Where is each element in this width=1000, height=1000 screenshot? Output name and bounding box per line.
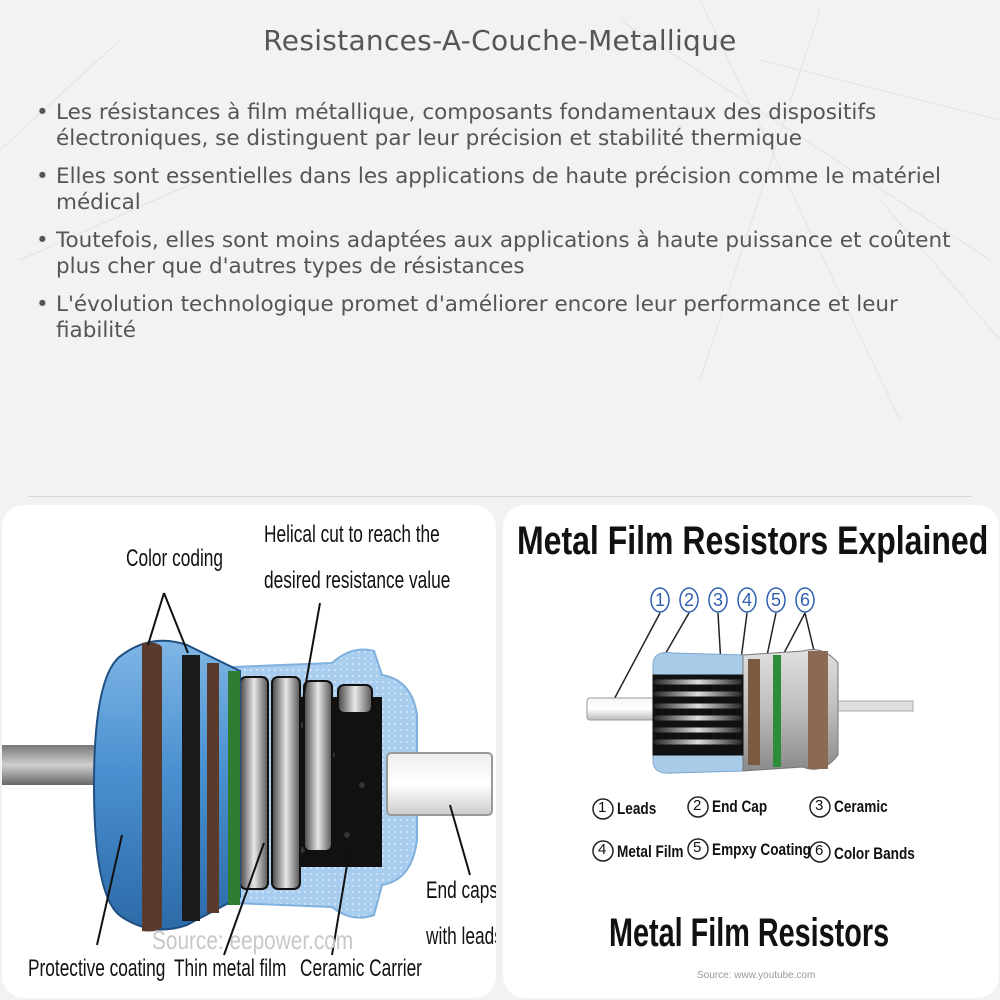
coil-turn [271,676,301,890]
legend-number: 4 [598,841,607,858]
resistor-cutaway-illustration [2,592,493,956]
color-band [748,659,760,765]
legend-label: Color Bands [834,844,915,863]
diagram-heading: Metal Film Resistors Explained [517,519,989,563]
callout-numbers [650,587,815,613]
background-network-lines [0,0,1000,421]
bullet-text: Les résistances à film métallique, compo… [56,100,877,151]
legend-number: 1 [598,799,607,816]
color-band [808,651,828,769]
legend-number: 6 [815,842,824,859]
color-band [207,663,219,913]
callout-number: 4 [742,590,753,610]
legend-number: 3 [815,797,824,814]
legend-label: Leads [617,799,657,818]
label-end-caps-line1: End caps [426,877,496,904]
callout-number: 1 [655,590,666,610]
callout-number: 3 [713,590,724,610]
bullet-item: •Elles sont essentielles dans les applic… [36,164,941,215]
legend-number: 2 [693,797,702,814]
label-end-caps-line2: with leads [426,923,496,950]
coil-turn [239,676,269,890]
callout-number: 6 [800,590,811,610]
bullet-item: •L'évolution technologique promet d'amél… [36,292,898,343]
bullet-text: Toutefois, elles sont moins adaptées aux… [56,228,951,279]
resistor-illustration [586,587,914,863]
label-thin-metal-film: Thin metal film [174,955,287,982]
label-ceramic-carrier: Ceramic Carrier [300,955,422,982]
bullet-item: •Les résistances à film métallique, comp… [36,100,877,151]
bullet-text: Elles sont essentielles dans les applica… [56,164,941,215]
footer-title: Metal Film Resistors [609,911,890,955]
coil-turn [303,680,333,852]
color-band [142,642,162,932]
legend-label: Empxy Coating [712,840,811,859]
resistor-cutaway-diagram: Color coding Helical cut to reach the de… [2,505,496,998]
page-title: Resistances-A-Couche-Metallique [263,24,737,57]
legend-number: 5 [693,839,702,856]
legend-label: Ceramic [834,797,888,816]
callout-number: 5 [771,590,782,610]
label-color-coding: Color coding [126,545,224,572]
label-protective-coating: Protective coating [28,955,166,982]
color-band [773,655,781,767]
bullet-list: •Les résistances à film métallique, comp… [34,100,974,356]
color-band [182,655,200,921]
callout-number: 2 [684,590,695,610]
watermark-source: Source: eepower.com [152,925,354,955]
bullet-text: L'évolution technologique promet d'améli… [56,292,898,343]
coil-turn [337,684,373,714]
label-helical-cut-line2: desired resistance value [264,567,451,594]
bullet-item: •Toutefois, elles sont moins adaptées au… [36,228,951,279]
legend-label: End Cap [712,797,768,816]
resistor-lead-right [832,700,914,712]
protective-coating-body [92,639,241,931]
color-band [228,671,240,905]
metal-film-explained-diagram: Metal Film Resistors Explained [503,505,999,998]
metal-film-coil [652,674,744,756]
label-helical-cut-line1: Helical cut to reach the [264,521,440,548]
section-divider [28,496,972,497]
right-lead [386,752,493,816]
legend-label: Metal Film [617,842,684,861]
source-credit: Source: www.youtube.com [697,970,816,981]
